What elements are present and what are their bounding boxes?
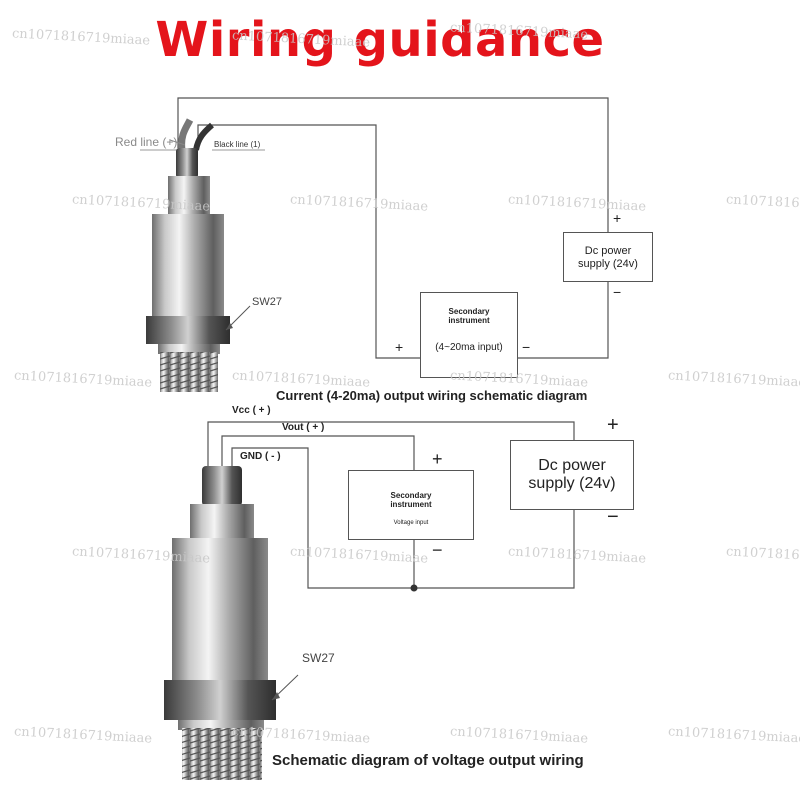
instrument-minus-bottom: − [432,540,443,560]
instrument-minus-top: − [522,339,531,355]
page-title: Wiring guidance [155,12,605,68]
power-minus-top: − [613,284,622,300]
voltage-diagram-caption: Schematic diagram of voltage output wiri… [272,752,584,769]
power-supply-box-bottom: Dc power supply (24v) [510,440,634,510]
wrench-size-label-top: SW27 [252,296,282,308]
instrument-input-bottom: Voltage input [393,520,429,526]
gnd-label: GND ( - ) [240,451,281,462]
instrument-input-top: (4~20ma input) [435,342,503,353]
current-diagram-caption: Current (4-20ma) output wiring schematic… [276,388,588,403]
instrument-plus-top: + [395,339,404,355]
power-supply-box-top: Dc power supply (24v) [563,232,653,282]
power-supply-subtitle-bottom: supply (24v) [528,475,616,492]
secondary-instrument-box-top: Secondary instrument (4~20ma input) [420,292,518,378]
power-plus-bottom: + [607,414,619,436]
vcc-label: Vcc ( + ) [232,405,271,416]
pressure-sensor-voltage [164,466,299,780]
black-line-label: Black line (1) [214,140,261,149]
pressure-sensor-current [146,148,251,392]
power-supply-title-bottom: Dc power [538,457,606,474]
red-line-label: Red line (+) [115,135,178,149]
instrument-title-top: Secondary [448,307,490,316]
secondary-instrument-box-bottom: Secondary instrument Voltage input [348,470,474,540]
power-minus-bottom: − [607,506,619,528]
power-supply-title-top: Dc power [584,245,632,257]
wrench-size-label-bottom: SW27 [302,651,335,665]
instrument-subtitle-top: instrument [448,316,490,325]
sensor-cable-top [169,118,214,151]
instrument-title-bottom: Secondary [390,491,432,500]
power-plus-top: + [613,210,622,226]
ground-junction-dot [410,584,418,592]
instrument-subtitle-bottom: instrument [390,500,432,509]
current-wiring-lines [177,97,609,359]
instrument-plus-bottom: + [432,449,443,469]
power-supply-subtitle-top: supply (24v) [578,258,638,270]
voltage-wiring-lines [207,421,575,589]
vout-label: Vout ( + ) [282,422,325,433]
